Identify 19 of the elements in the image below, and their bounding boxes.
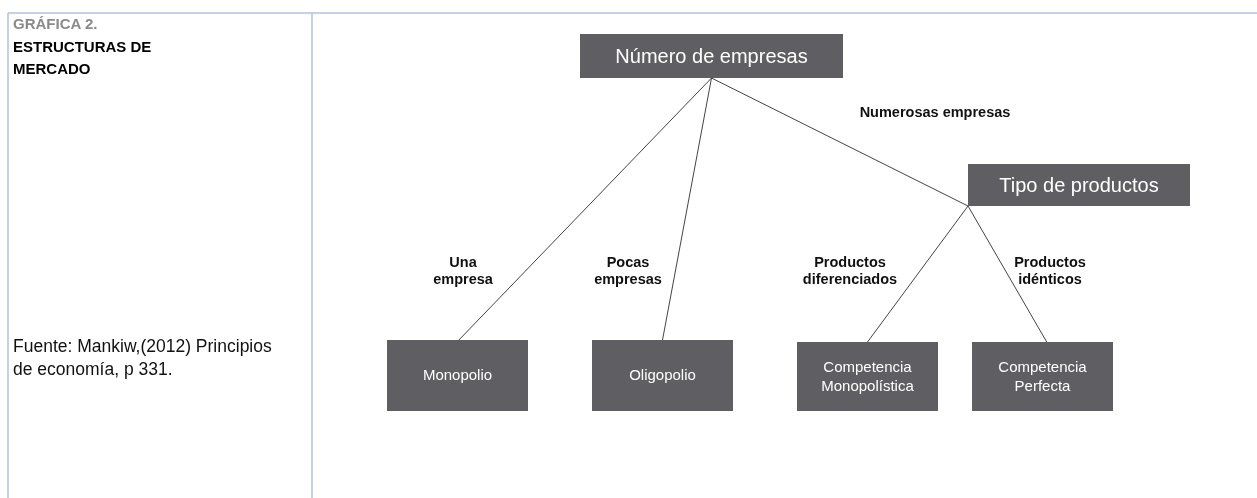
edge-label: Numerosas empresas: [858, 104, 1012, 122]
category-box: Número de empresas: [580, 34, 843, 78]
connector-line: [867, 205, 969, 343]
edge-label: Una empresa: [432, 254, 494, 289]
connector-line: [458, 77, 712, 341]
figure-title: ESTRUCTURAS DE MERCADO: [13, 37, 153, 79]
edge-label: Productos diferenciados: [801, 254, 899, 289]
category-box: Tipo de productos: [968, 164, 1190, 206]
connector-line: [711, 77, 969, 207]
category-box: Competencia Perfecta: [972, 342, 1113, 411]
source-note: Fuente: Mankiw,(2012) Principios de economía, p 331.: [13, 335, 273, 381]
connector-line: [662, 77, 712, 341]
category-box: Monopolio: [387, 340, 528, 411]
category-box: Competencia Monopolística: [797, 342, 938, 411]
connector-line: [967, 205, 1048, 343]
category-box: Oligopolio: [592, 340, 733, 411]
edge-label: Pocas empresas: [593, 254, 663, 289]
edge-label: Productos idénticos: [1013, 254, 1087, 289]
figure-number: GRÁFICA 2.: [13, 15, 98, 32]
